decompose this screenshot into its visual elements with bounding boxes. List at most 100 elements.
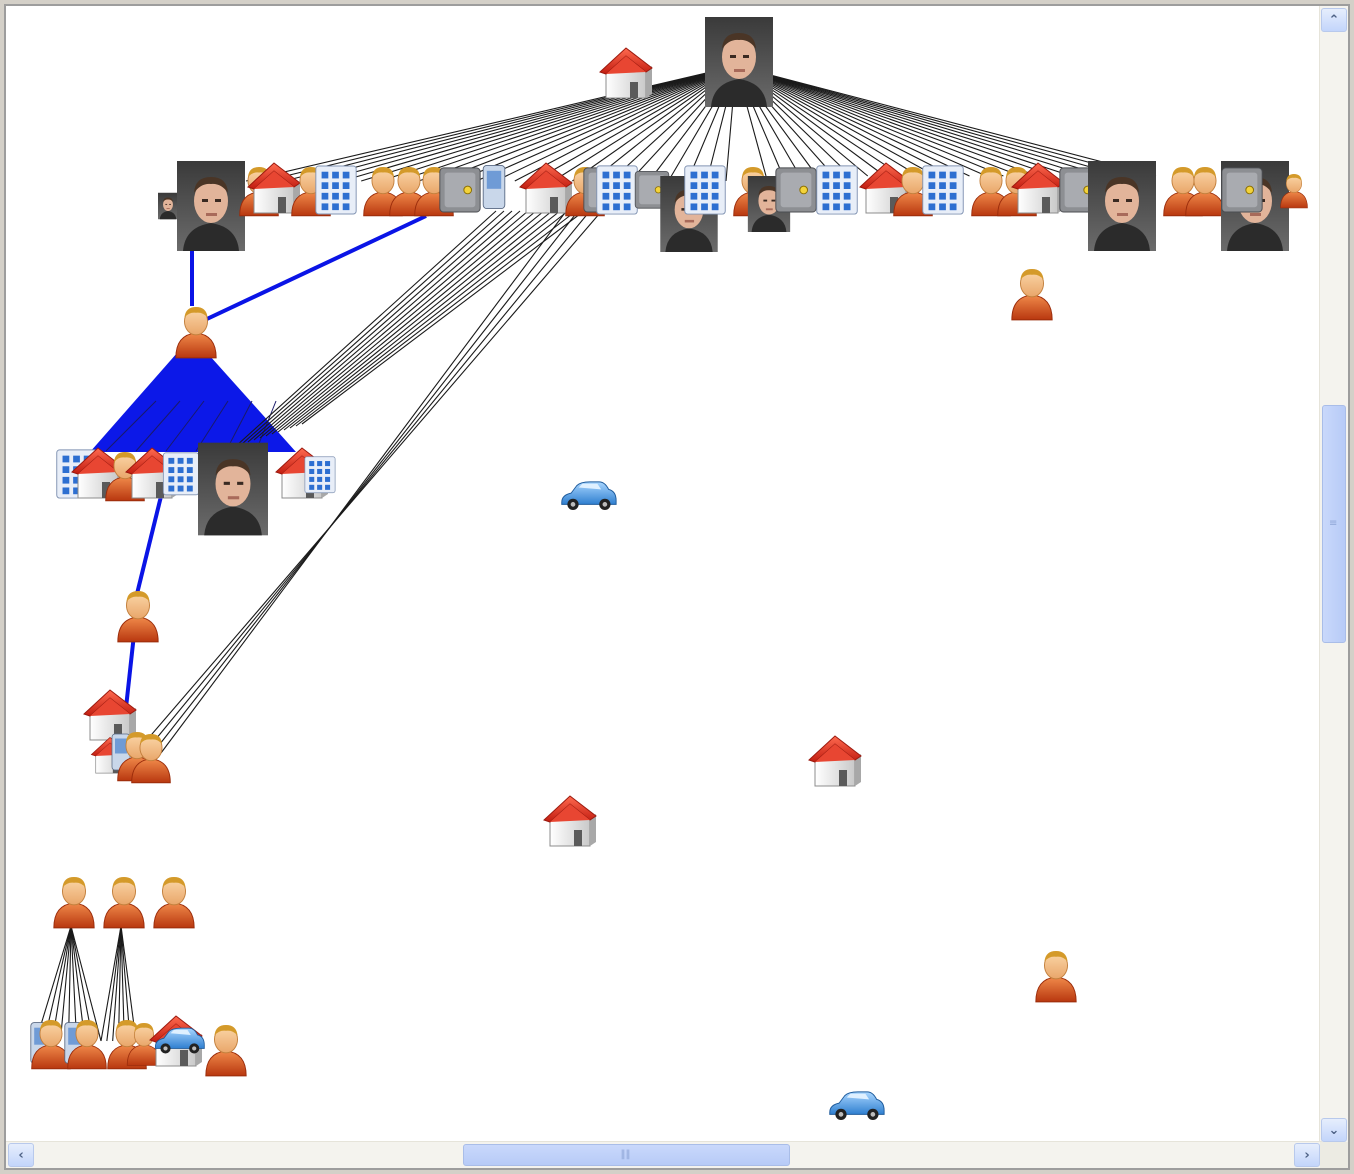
office-building-icon[interactable]	[922, 165, 964, 215]
link-edge	[256, 78, 618, 176]
link-edge	[735, 65, 970, 177]
link-edge	[35, 925, 72, 1042]
link-edge	[265, 65, 737, 182]
link-edge	[735, 65, 1123, 177]
link-edge	[277, 210, 553, 433]
chevron-left-icon: ‹	[18, 1147, 24, 1163]
chevron-down-icon: ⌄	[1328, 1122, 1340, 1138]
link-edge	[735, 65, 1021, 177]
link-edge	[135, 400, 181, 452]
grip-icon: ‖‖	[620, 1149, 631, 1160]
office-building-icon[interactable]	[315, 165, 357, 215]
link-edge	[495, 65, 737, 182]
house-icon[interactable]	[543, 795, 597, 847]
link-edge	[165, 400, 205, 452]
link-edge	[283, 210, 561, 431]
highlight-cluster	[90, 336, 296, 452]
link-edge	[259, 210, 529, 439]
link-edge	[735, 65, 1004, 177]
link-analysis-canvas[interactable]	[6, 6, 1322, 1144]
safe-icon[interactable]	[1221, 167, 1263, 213]
link-edge	[100, 925, 122, 1042]
office-building-icon[interactable]	[684, 165, 726, 215]
link-edge	[70, 925, 78, 1042]
mugshot-photo[interactable]	[198, 442, 268, 536]
link-edge	[476, 65, 737, 182]
person-icon[interactable]	[117, 590, 159, 643]
link-edge	[514, 65, 737, 182]
mugshot-photo[interactable]	[177, 161, 245, 251]
link-edge	[735, 65, 1140, 177]
link-edge	[247, 210, 513, 443]
mugshot-photo[interactable]	[1088, 161, 1156, 251]
link-edge	[456, 65, 737, 182]
link-edge	[253, 210, 521, 441]
chevron-right-icon: ›	[1304, 1147, 1310, 1163]
office-building-icon[interactable]	[162, 452, 200, 496]
safe-icon[interactable]	[439, 167, 481, 213]
link-edge	[155, 205, 583, 750]
link-edge	[67, 925, 72, 1042]
link-edge	[399, 65, 737, 182]
undefined[interactable]	[561, 481, 617, 511]
office-building-icon[interactable]	[816, 165, 858, 215]
person-icon[interactable]	[175, 306, 217, 359]
link-edge	[735, 65, 1106, 177]
person-icon[interactable]	[205, 1024, 247, 1077]
office-building-icon[interactable]	[304, 456, 336, 494]
link-edge	[380, 65, 737, 182]
link-edge	[150, 205, 595, 746]
link-edge	[735, 65, 1055, 177]
link-edge	[322, 65, 737, 182]
node-layer	[30, 17, 1308, 1121]
link-edge	[265, 210, 537, 437]
person-icon[interactable]	[53, 876, 95, 929]
scroll-left-button[interactable]: ‹	[8, 1143, 34, 1167]
link-edge	[112, 925, 122, 1042]
mugshot-photo[interactable]	[158, 192, 178, 220]
person-icon[interactable]	[1011, 268, 1053, 321]
vertical-scrollbar[interactable]: ⌃ ≡ ⌄	[1319, 6, 1348, 1144]
graph-window: ⌃ ≡ ⌄ ‹ ‖‖ ›	[4, 4, 1350, 1170]
person-icon[interactable]	[153, 876, 195, 929]
undefined[interactable]	[829, 1091, 885, 1121]
horizontal-scroll-thumb[interactable]: ‖‖	[463, 1144, 790, 1166]
link-edge	[289, 210, 569, 429]
link-edge	[106, 925, 122, 1042]
link-edge	[836, 306, 1021, 758]
scrollbar-corner	[1320, 1142, 1348, 1168]
phone-icon[interactable]	[482, 164, 506, 210]
chevron-up-icon: ⌃	[1328, 12, 1340, 28]
scroll-up-button[interactable]: ⌃	[1321, 8, 1347, 32]
grip-icon: ≡	[1329, 518, 1338, 529]
person-icon[interactable]	[1035, 950, 1077, 1003]
horizontal-scrollbar[interactable]: ‹ ‖‖ ›	[6, 1141, 1322, 1168]
link-edge	[59, 925, 72, 1042]
house-icon[interactable]	[599, 47, 653, 99]
safe-icon[interactable]	[775, 167, 817, 213]
link-edge	[116, 476, 136, 706]
house-icon[interactable]	[519, 162, 573, 214]
link-edge	[145, 205, 607, 742]
link-edge	[284, 65, 737, 182]
link-edge	[341, 65, 737, 182]
link-edge	[245, 65, 737, 182]
mugshot-photo[interactable]	[705, 17, 773, 107]
link-edge	[195, 400, 229, 452]
link-edge	[117, 925, 122, 1042]
link-edge	[235, 210, 497, 447]
office-building-icon[interactable]	[596, 165, 638, 215]
scroll-down-button[interactable]: ⌄	[1321, 1118, 1347, 1142]
person-icon[interactable]	[103, 876, 145, 929]
link-edge	[160, 205, 571, 754]
link-edge	[735, 65, 1089, 177]
link-edge	[271, 210, 545, 435]
link-edge	[301, 210, 585, 425]
vertical-scroll-thumb[interactable]: ≡	[1322, 405, 1346, 643]
link-edge	[70, 925, 102, 1042]
scroll-right-button[interactable]: ›	[1294, 1143, 1320, 1167]
link-edge	[437, 65, 737, 182]
link-edge	[735, 65, 1157, 177]
house-icon[interactable]	[808, 735, 862, 787]
link-graph[interactable]	[6, 6, 1322, 1144]
